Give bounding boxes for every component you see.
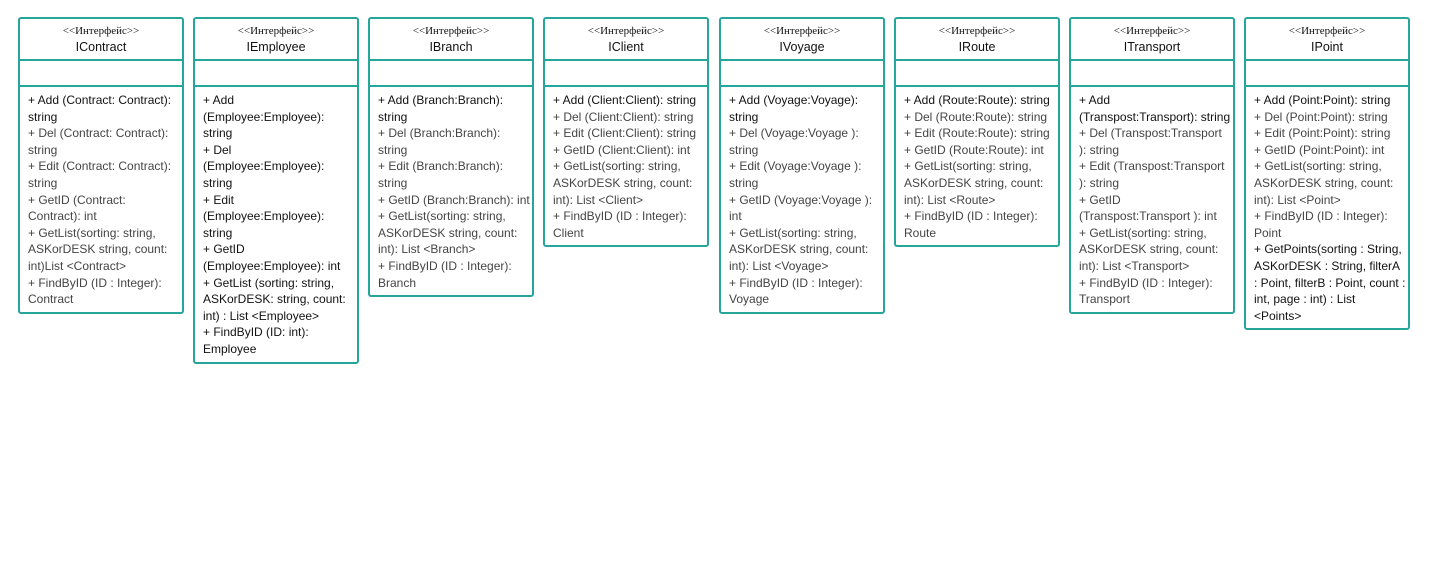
operation-line: + GetID (Route:Route): int [904, 142, 1044, 157]
operation-line: + GetList(sorting: string, ASKorDESK str… [378, 209, 518, 257]
operation-line: + Edit (Client:Client): string [553, 126, 697, 141]
operation-line: + Add (Route:Route): string [904, 93, 1050, 107]
stereotype-label: <<Интерфейс>> [938, 25, 1016, 37]
operations-compartment: + Add (Client:Client): string + Del (Clie… [545, 87, 707, 245]
operation-line: + FindByID (ID : Integer): Client [553, 209, 687, 240]
stereotype-label: <<Интерфейс>> [237, 25, 315, 37]
interface-header: <<Интерфейс>> IContract [20, 19, 182, 61]
attributes-compartment [896, 61, 1058, 87]
interface-box-iemployee[interactable]: <<Интерфейс>> IEmployee + Add (Employee:… [193, 17, 359, 364]
interface-name: IContract [75, 40, 127, 54]
interface-box-ivoyage[interactable]: <<Интерфейс>> IVoyage + Add (Voyage:Voya… [719, 17, 885, 314]
stereotype-label: <<Интерфейс>> [1113, 25, 1191, 37]
attributes-compartment [1071, 61, 1233, 87]
operations-compartment: + Add (Employee:Employee): string+ Del (… [195, 87, 357, 362]
operations-compartment: + Add (Transpost:Transport): string+ Del… [1071, 87, 1233, 312]
interface-name: ITransport [1123, 40, 1181, 54]
operation-line: + Del (Client:Client): string [553, 109, 694, 124]
stereotype-label: <<Интерфейс>> [587, 25, 665, 37]
operation-line: + GetID (Point:Point): int [1254, 142, 1385, 157]
attributes-compartment [545, 61, 707, 87]
operations-compartment: + Add (Contract: Contract): string+ Del … [20, 87, 182, 312]
operation-line: + Del (Route:Route): string [904, 109, 1048, 124]
operation-line: + Edit (Employee:Employee): string [203, 192, 325, 240]
operation-line: + FindByID (ID : Integer): Point [1254, 209, 1388, 240]
operation-line: + GetPoints(sorting : String, ASKorDESK … [1254, 242, 1406, 323]
operation-line: + GetList(sorting: string, ASKorDESK str… [729, 225, 869, 273]
operation-line: + GetList(sorting: string, ASKorDESK str… [1079, 225, 1219, 273]
operation-line: + Edit (Contract: Contract): string [28, 159, 172, 190]
attributes-compartment [721, 61, 883, 87]
operation-line: + GetID (Contract: Contract): int [28, 192, 126, 224]
operation-line: + Del (Employee:Employee): string [203, 142, 325, 190]
operation-line: + Add (Point:Point): string [1254, 93, 1391, 107]
interface-name: IEmployee [246, 40, 306, 54]
operation-line: + GetID (Transpost:Transport ): int [1079, 192, 1217, 224]
interface-header: <<Интерфейс>> IBranch [370, 19, 532, 61]
operation-line: + GetList(sorting: string, ASKorDESK str… [1254, 159, 1394, 207]
interface-header: <<Интерфейс>> IRoute [896, 19, 1058, 61]
operation-line: + GetList(sorting: string, ASKorDESK str… [28, 225, 168, 273]
operation-line: + Edit (Transpost:Transport ): string [1079, 159, 1225, 190]
interface-name: IBranch [429, 40, 473, 54]
interface-box-itransport[interactable]: <<Интерфейс>> ITransport + Add (Transpos… [1069, 17, 1235, 314]
operation-line: + GetID (Voyage:Voyage ): int [729, 192, 873, 224]
stereotype-label: <<Интерфейс>> [763, 25, 841, 37]
interface-name: IRoute [958, 40, 996, 54]
operation-line: + Del (Voyage:Voyage ): string [729, 126, 859, 157]
operation-line: + FindByID (ID : Integer): Route [904, 209, 1038, 240]
operation-line: + Edit (Point:Point): string [1254, 126, 1391, 141]
operation-line: + GetList(sorting: string, ASKorDESK str… [904, 159, 1044, 207]
operation-line: + Edit (Voyage:Voyage ): string [729, 159, 862, 190]
interface-box-ipoint[interactable]: <<Интерфейс>> IPoint + Add (Point:Point)… [1244, 17, 1410, 331]
operation-line: + Edit (Route:Route): string [904, 126, 1050, 141]
operation-line: + FindByID (ID: int): Employee [203, 325, 309, 356]
interface-header: <<Интерфейс>> IPoint [1246, 19, 1408, 61]
interface-name: IVoyage [779, 40, 825, 54]
interface-header: <<Интерфейс>> IEmployee [195, 19, 357, 61]
interface-header: <<Интерфейс>> IClient [545, 19, 707, 61]
operation-line: + Add (Branch:Branch): string [378, 93, 504, 124]
interface-header: <<Интерфейс>> ITransport [1071, 19, 1233, 61]
operation-line: + Add (Voyage:Voyage): string [729, 93, 859, 124]
interface-name: IPoint [1311, 40, 1343, 54]
interface-box-iroute[interactable]: <<Интерфейс>> IRoute + Add (Route:Route)… [894, 17, 1060, 248]
operation-line: + Add (Contract: Contract): string [28, 93, 172, 124]
attributes-compartment [370, 61, 532, 87]
operations-compartment: + Add (Branch:Branch): string+ Del (Bran… [370, 87, 532, 295]
operation-line: + Del (Contract: Contract): string [28, 126, 169, 157]
interface-header: <<Интерфейс>> IVoyage [721, 19, 883, 61]
operations-compartment: + Add (Route:Route): string + Del (Route:… [896, 87, 1058, 245]
operation-line: + GetList(sorting: string, ASKorDESK str… [553, 159, 693, 207]
interface-name: IClient [608, 40, 644, 54]
operation-line: + Add (Transpost:Transport): string [1079, 93, 1231, 124]
stereotype-label: <<Интерфейс>> [1288, 25, 1366, 37]
operation-line: + GetID (Client:Client): int [553, 142, 691, 157]
operation-line: + GetList (sorting: string, ASKorDESK: s… [203, 275, 346, 323]
stereotype-label: <<Интерфейс>> [412, 25, 490, 37]
operation-line: + Add (Employee:Employee): string [203, 93, 325, 141]
operation-line: + Edit (Branch:Branch): string [378, 159, 504, 190]
operation-line: + FindByID (ID : Integer): Contract [28, 275, 162, 307]
operation-line: + FindByID (ID : Integer): Voyage [729, 275, 863, 307]
attributes-compartment [20, 61, 182, 87]
operation-line: + Del (Point:Point): string [1254, 109, 1388, 124]
operation-line: + GetID (Branch:Branch): int [378, 192, 530, 207]
attributes-compartment [195, 61, 357, 87]
attributes-compartment [1246, 61, 1408, 87]
operations-compartment: + Add (Point:Point): string + Del (Point:… [1246, 87, 1408, 328]
stereotype-label: <<Интерфейс>> [62, 25, 140, 37]
interface-box-icontract[interactable]: <<Интерфейс>> IContract + Add (Contract:… [18, 17, 184, 314]
interface-box-iclient[interactable]: <<Интерфейс>> IClient + Add (Client:Clie… [543, 17, 709, 248]
operation-line: + GetID (Employee:Employee): int [203, 242, 341, 273]
operations-compartment: + Add (Voyage:Voyage): string+ Del (Voya… [721, 87, 883, 312]
operation-line: + FindByID (ID : Integer): Branch [378, 258, 512, 290]
operation-line: + Del (Branch:Branch): string [378, 126, 501, 157]
operation-line: + FindByID (ID : Integer): Transport [1079, 275, 1213, 307]
operation-line: + Del (Transpost:Transport ): string [1079, 126, 1222, 157]
operation-line: + Add (Client:Client): string [553, 93, 697, 107]
interface-box-ibranch[interactable]: <<Интерфейс>> IBranch + Add (Branch:Bran… [368, 17, 534, 298]
